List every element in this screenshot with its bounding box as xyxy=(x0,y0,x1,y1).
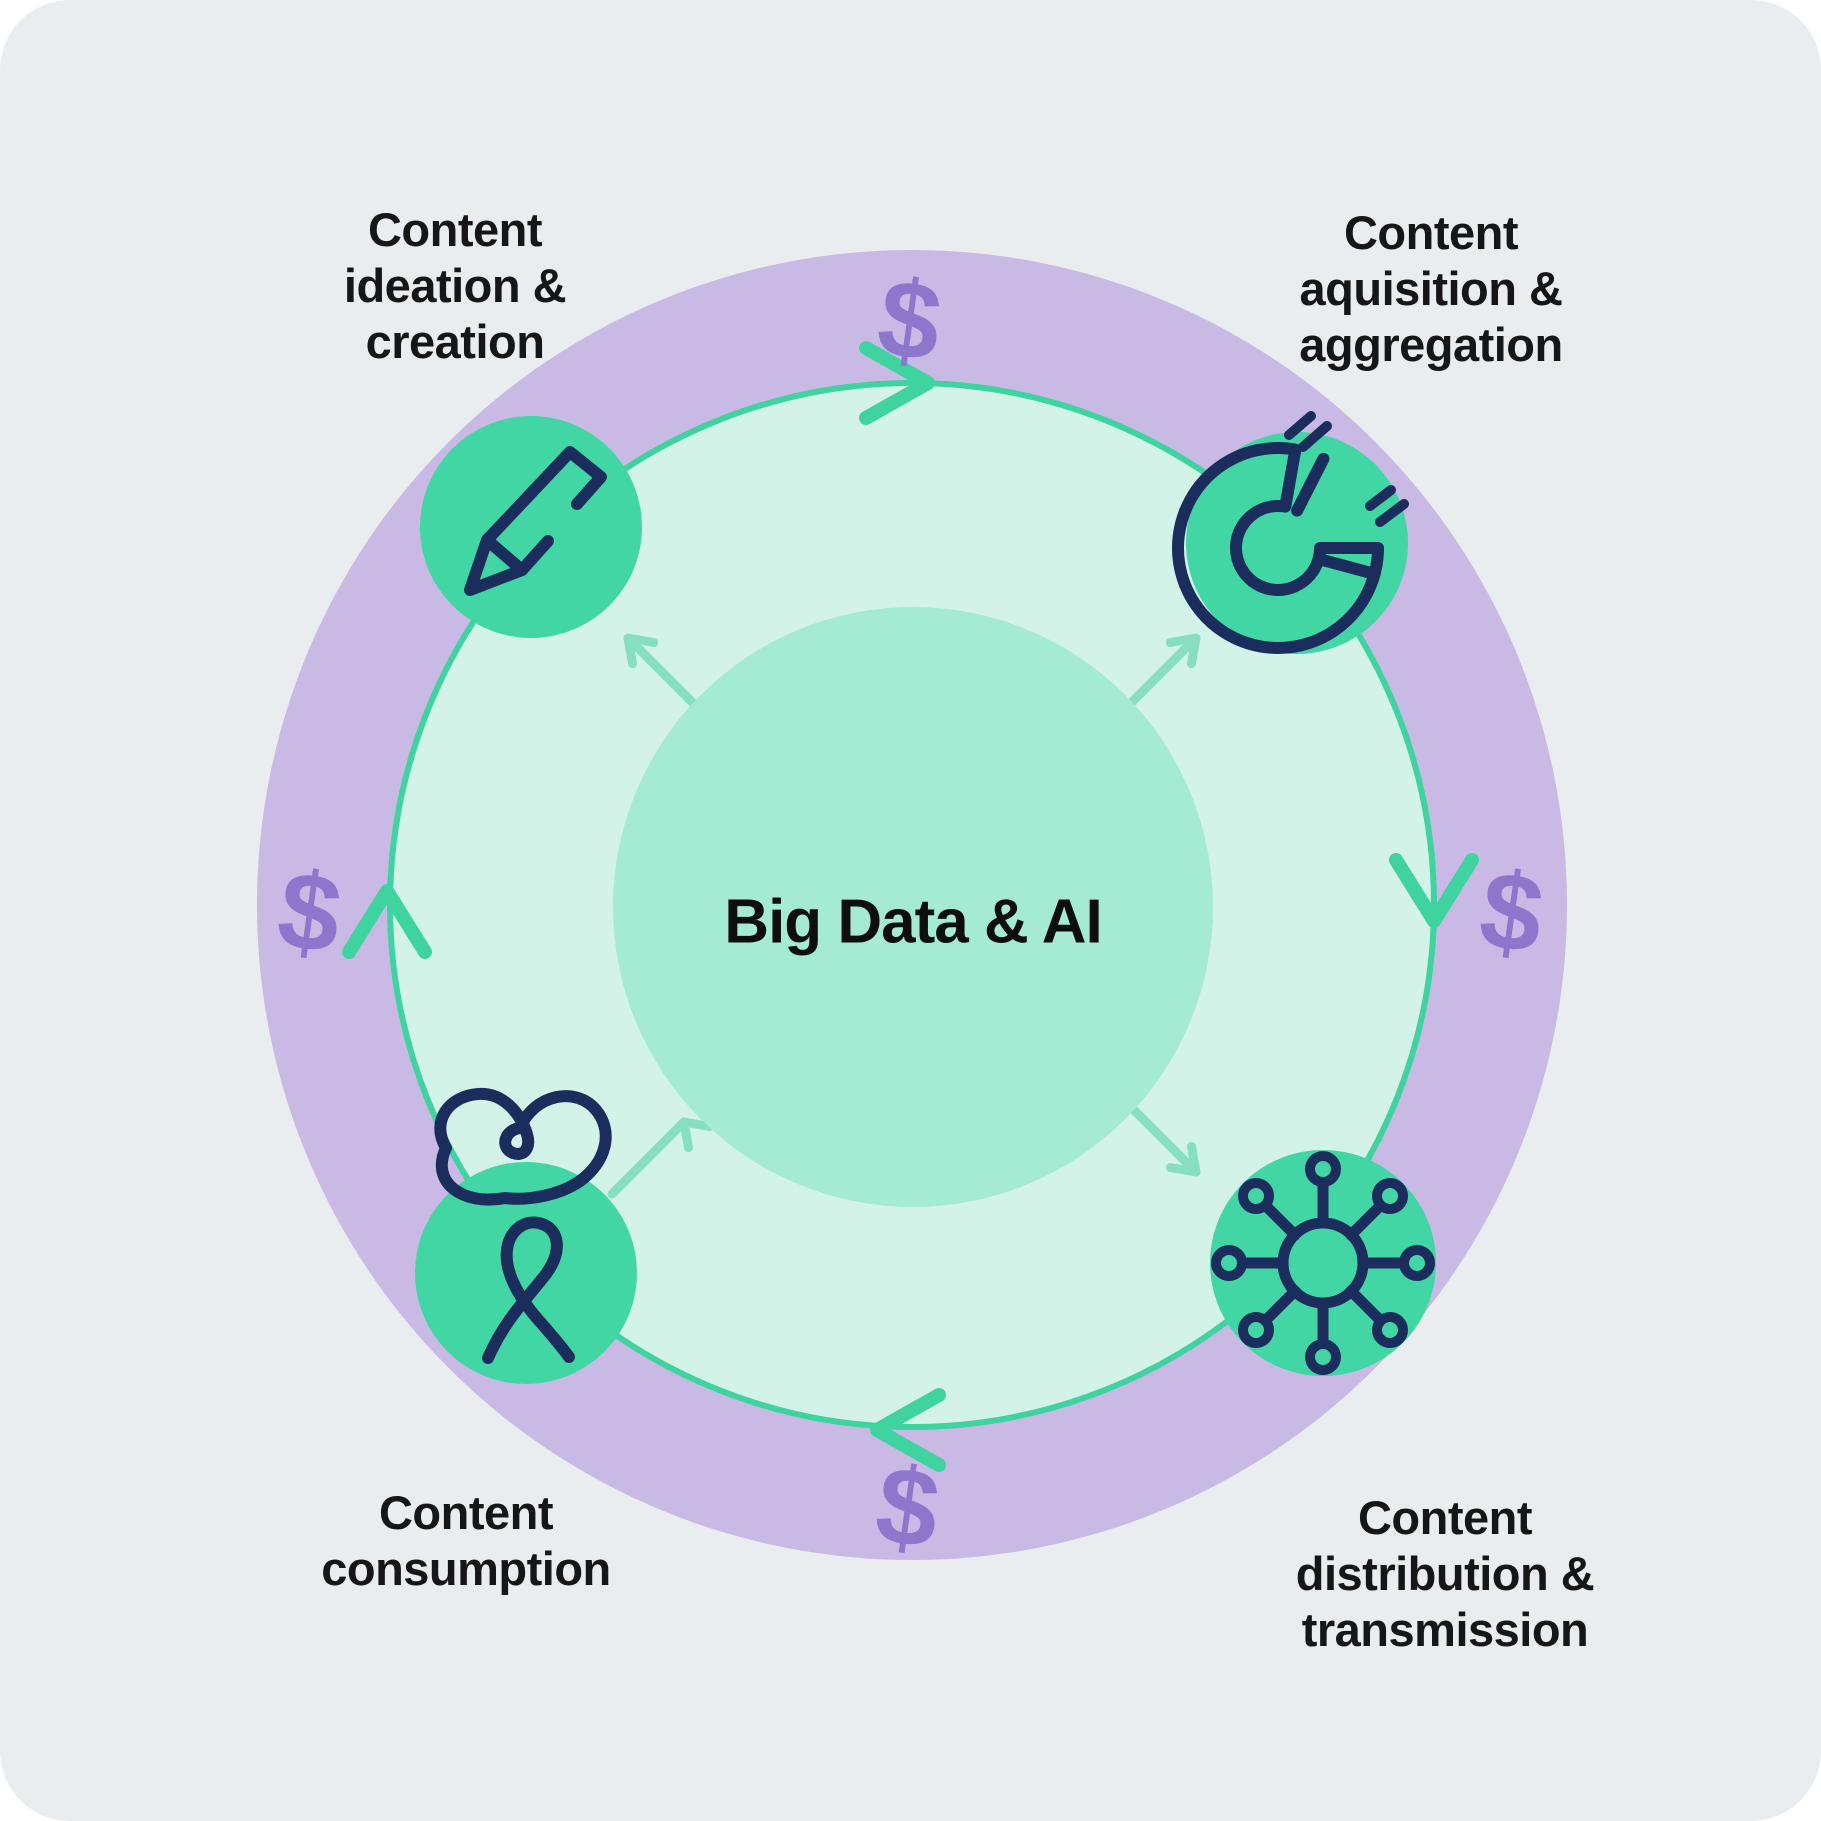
hub-network-icon xyxy=(1211,1151,1435,1375)
stage-label-line: Content xyxy=(367,203,543,256)
data-flow-arrow-bottom-right xyxy=(1119,1095,1201,1177)
stage-circle-consumption xyxy=(415,1162,637,1384)
magnet-icon xyxy=(1172,411,1409,654)
cycle-arrow-top xyxy=(859,341,935,425)
stage-label-line: ideation & xyxy=(343,259,567,312)
stage-label-acquisition: Content aquisition & aggregation xyxy=(1299,205,1563,373)
cycle-arrow-left xyxy=(342,884,432,959)
stage-label-consumption: Content consumption xyxy=(321,1485,611,1597)
stage-label-line: Content xyxy=(1357,1491,1533,1544)
stage-label-line: creation xyxy=(365,315,545,368)
pencil-icon xyxy=(464,446,607,596)
stage-circle-acquisition xyxy=(1186,432,1408,654)
center-title: Big Data & AI xyxy=(724,887,1102,957)
big-data-core-circle xyxy=(613,607,1213,1207)
stage-label-line: Content xyxy=(378,1486,554,1539)
stage-label-line: transmission xyxy=(1301,1603,1589,1656)
data-flow-arrow-bottom-left xyxy=(607,1117,715,1199)
stage-label-line: Content xyxy=(1343,206,1519,259)
cycle-arrow-bottom xyxy=(870,1388,946,1472)
person-icon xyxy=(434,1087,612,1364)
data-flow-arrow-top-left xyxy=(623,633,705,715)
stage-label-line: distribution & xyxy=(1295,1547,1595,1600)
stage-label-ideation: Content ideation & creation xyxy=(343,202,567,370)
stage-label-line: aggregation xyxy=(1299,318,1563,371)
stage-circle-ideation xyxy=(420,416,642,638)
stage-label-line: consumption xyxy=(321,1542,611,1595)
data-flow-arrow-top-right xyxy=(1119,633,1201,715)
cycle-arrow-right xyxy=(1389,853,1479,928)
stage-label-distribution: Content distribution & transmission xyxy=(1295,1490,1595,1658)
stage-label-line: aquisition & xyxy=(1299,262,1563,315)
